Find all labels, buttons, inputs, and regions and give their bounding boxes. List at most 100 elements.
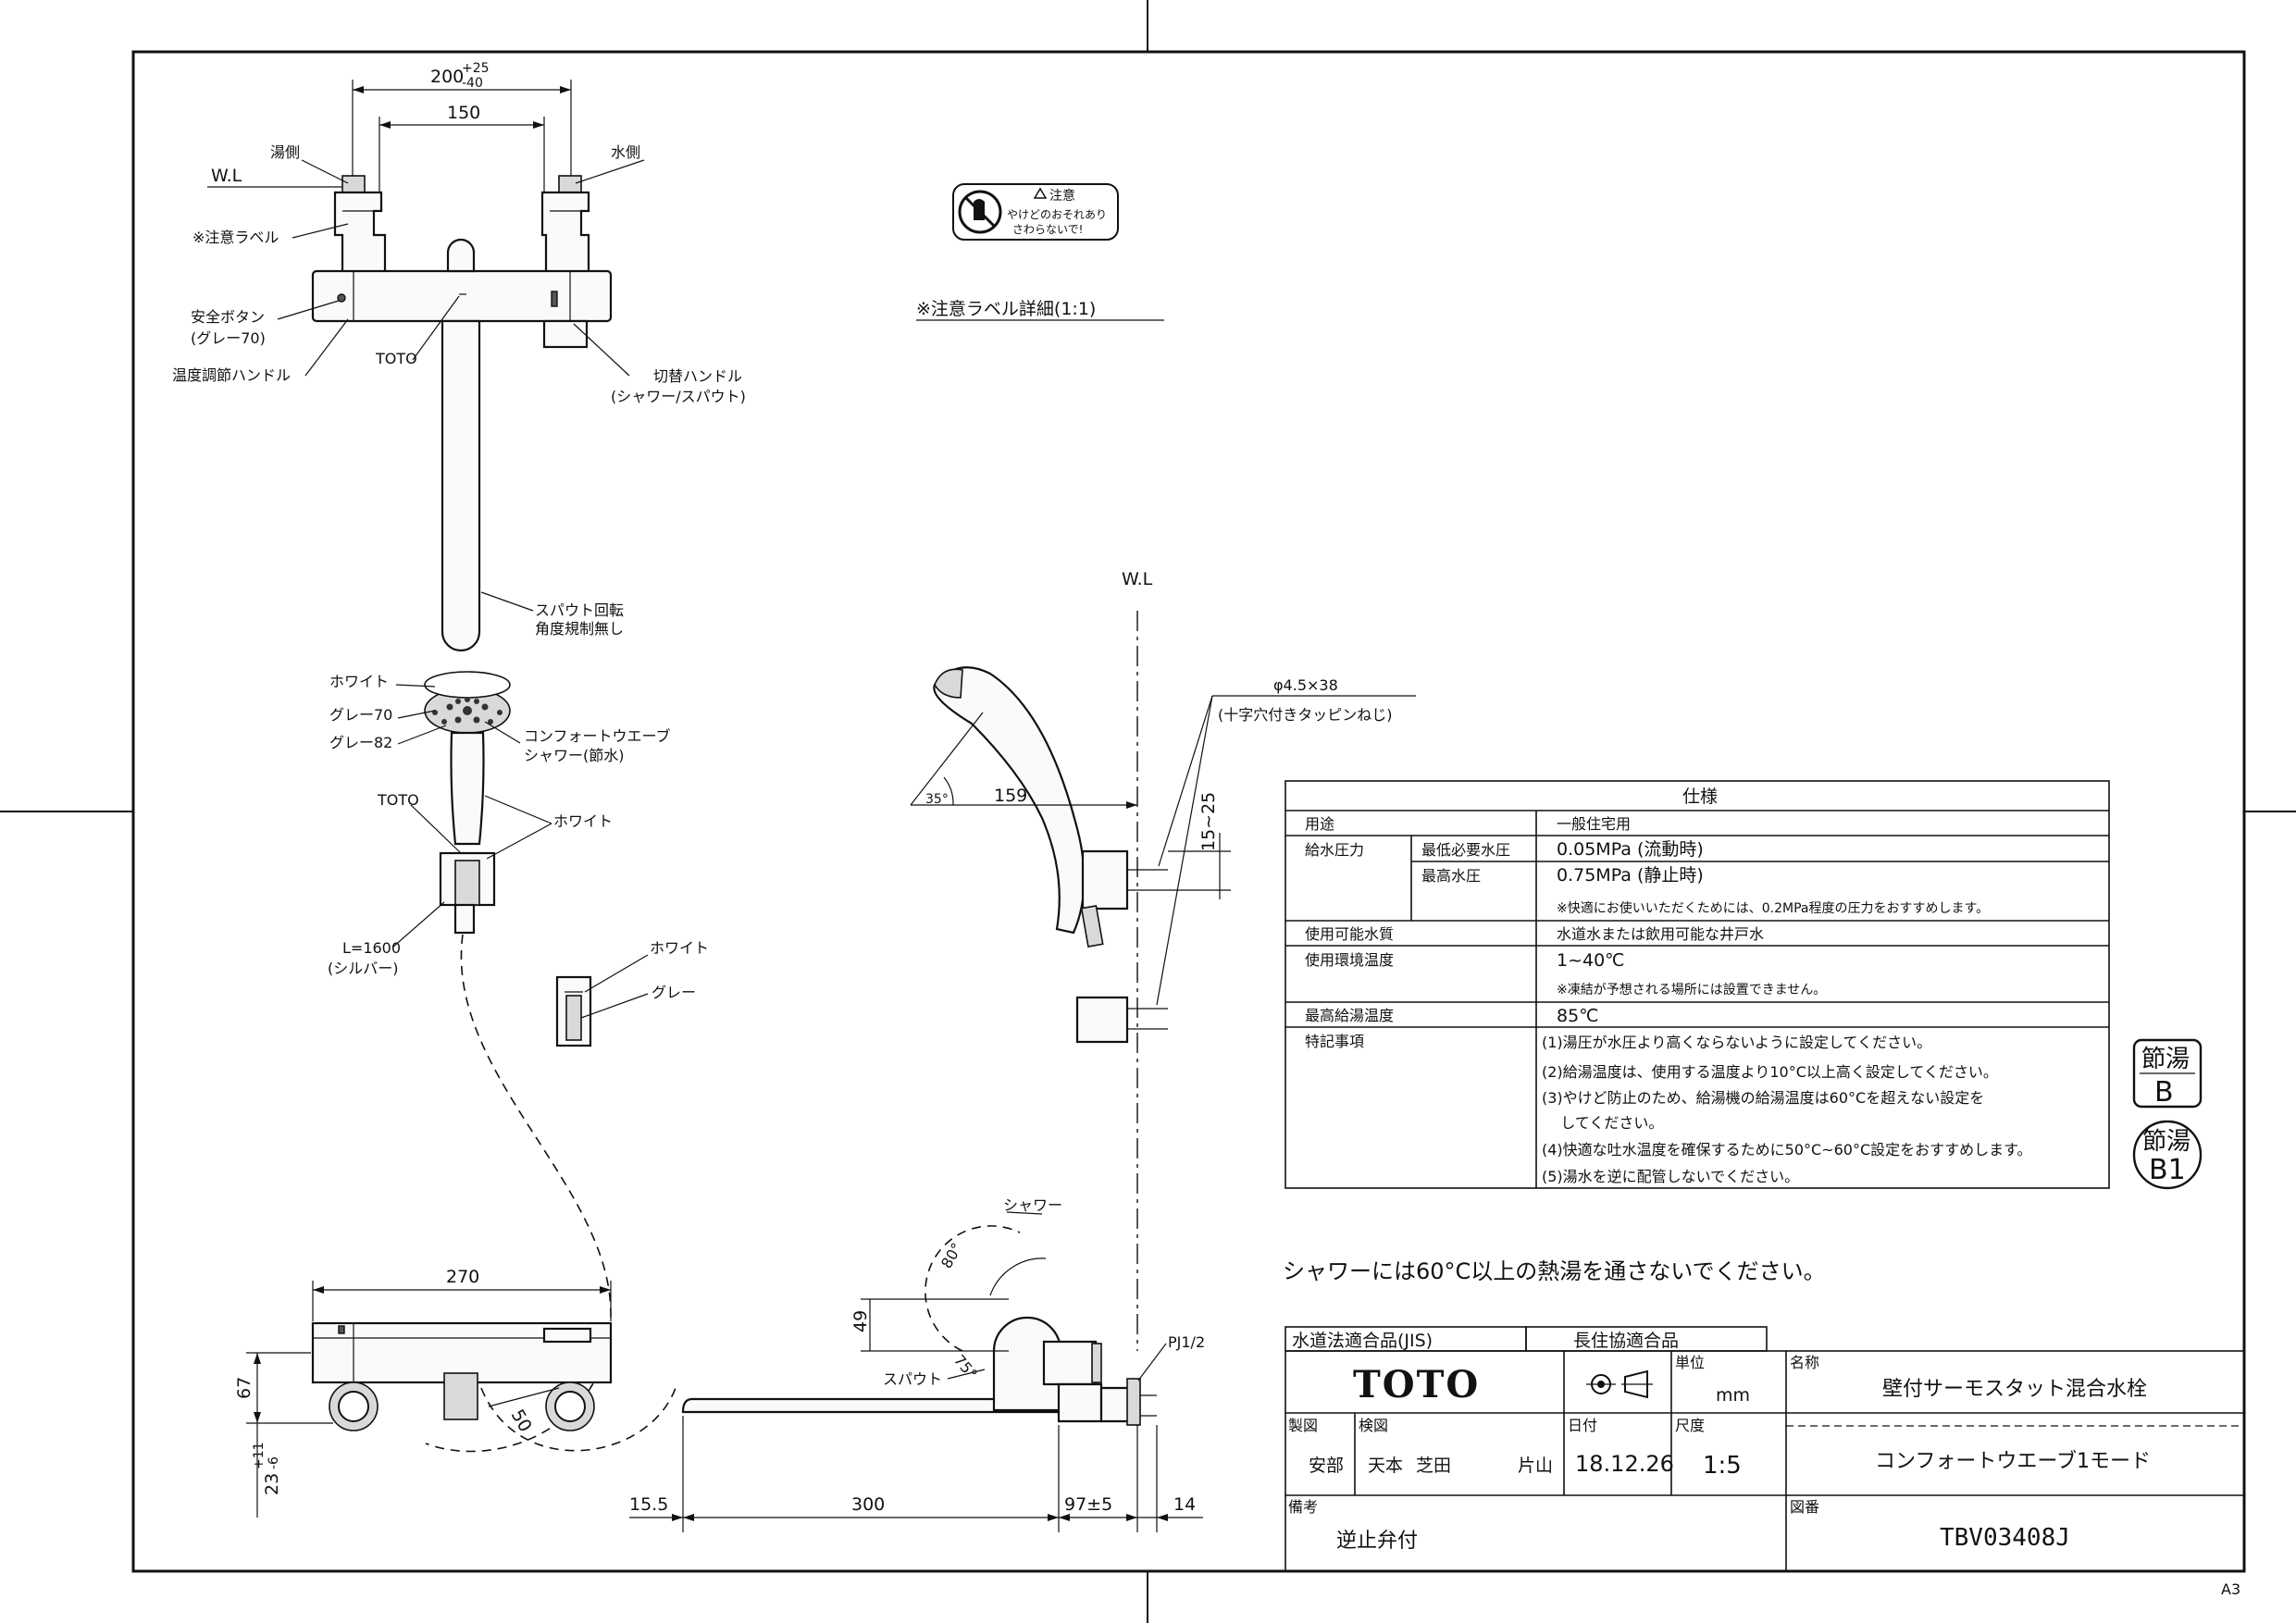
wl-front-label: W.L <box>211 166 242 186</box>
dim-bottom-tol-plus: +11 <box>252 1442 267 1469</box>
toto-brand-label-1: TOTO <box>375 350 417 367</box>
spout-rotation-2: 角度規制無し <box>535 620 624 638</box>
dim-spout-height: 49 <box>850 1310 871 1332</box>
caution-label-leader: ※注意ラベル <box>192 229 279 246</box>
badge-b1-top: 節湯 <box>2142 1128 2191 1156</box>
shower-name-2: シャワー(節水) <box>524 747 625 764</box>
spec-note: (4)快適な吐水温度を確保するために50°C~60°C設定をおすすめします。 <box>1542 1141 2032 1158</box>
cold-side-label: 水側 <box>611 143 640 161</box>
drawing-no-label: 図番 <box>1790 1498 1819 1516</box>
gray70-label: グレー70 <box>329 706 392 724</box>
safety-button-color: (グレー70) <box>191 329 266 347</box>
caution-line1: やけどのおそれあり <box>1007 208 1107 221</box>
checked-label: 検図 <box>1359 1417 1388 1434</box>
dim-300: 300 <box>851 1494 885 1515</box>
spout-rotation-1: スパウト回転 <box>535 601 624 619</box>
angle-75: 75° <box>950 1351 981 1382</box>
label-detail-title: ※注意ラベル詳細(1:1) <box>916 299 1096 319</box>
spec-row-value: 1~40℃ <box>1557 950 1625 971</box>
spec-notes-label: 特記事項 <box>1305 1033 1364 1050</box>
badge-b1-letter: B1 <box>2149 1154 2186 1186</box>
badge-b-top: 節湯 <box>2141 1046 2190 1073</box>
remarks-label: 備考 <box>1288 1498 1318 1516</box>
dim-14: 14 <box>1173 1494 1196 1515</box>
dim-top-tol-plus: +25 <box>462 61 490 76</box>
dim-screw-pitch: 15~25 <box>1198 792 1219 851</box>
spout-label: スパウト <box>883 1370 942 1388</box>
white-head-label: ホワイト <box>329 673 389 690</box>
scale-label: 尺度 <box>1675 1417 1705 1434</box>
dim-top-span: 200 <box>430 67 464 87</box>
title-block: 水道法適合品(JIS) 長住協適合品 TOTO 単位 mm 名称 壁付サーモスタ… <box>1285 1326 2245 1572</box>
spec-table: 仕様 用途 一般住宅用 給水圧力 最低必要水圧 0.05MPa (流動時) 最高… <box>1285 780 2110 1189</box>
shower-head-nozzles <box>432 697 503 725</box>
spec-row-label: 用途 <box>1305 815 1334 833</box>
sheet-size: A3 <box>2221 1580 2240 1598</box>
spec-row-value: 一般住宅用 <box>1557 815 1631 833</box>
switch-handle-label: 切替ハンドル <box>653 367 742 385</box>
dim-top-tol-minus: -40 <box>462 76 483 91</box>
pj-label: PJ1/2 <box>1168 1333 1205 1351</box>
water-saving-badges: 節湯 B 節湯 B1 <box>2132 1038 2203 1190</box>
spec-row-value: 85℃ <box>1557 1006 1599 1026</box>
toto-logo: TOTO <box>1353 1363 1480 1406</box>
wl-side-label: W.L <box>1122 569 1153 589</box>
spec-note: (1)湯圧が水圧より高くならないように設定してください。 <box>1542 1034 1931 1051</box>
gray-holder-label: グレー <box>652 984 696 1001</box>
angle-35: 35° <box>925 792 949 807</box>
gray82-label: グレー82 <box>329 734 392 751</box>
spec-row-sublabel: 最高水圧 <box>1421 867 1481 885</box>
dim-15-5: 15.5 <box>629 1494 668 1515</box>
switch-handle-sub: (シャワー/スパウト) <box>611 388 746 405</box>
dim-bottom-offset: 23 <box>262 1473 282 1495</box>
spec-note: (2)給湯温度は、使用する温度より10°C以上高く設定してください。 <box>1542 1063 1998 1081</box>
model-name: コンフォートウエーブ1モード <box>1875 1450 2151 1473</box>
spec-note: (3)やけど防止のため、給湯機の給湯温度は60°Cを超えない設定を <box>1542 1089 1984 1107</box>
dim-bottom-height: 67 <box>234 1377 254 1399</box>
toto-brand-label-2: TOTO <box>377 791 419 809</box>
spec-row-value: 0.05MPa (流動時) <box>1557 839 1704 860</box>
checked-by-1: 天本 <box>1368 1456 1403 1476</box>
screw-spec: φ4.5×38 <box>1273 676 1338 694</box>
drawing-border <box>131 50 2246 1573</box>
dim-inner-span: 150 <box>447 103 480 123</box>
spec-row-label: 使用環境温度 <box>1305 951 1394 969</box>
checked-by-3: 片山 <box>1518 1456 1553 1476</box>
unit-value: mm <box>1716 1385 1750 1406</box>
badge-b-letter: B <box>2154 1076 2174 1109</box>
spec-title: 仕様 <box>1682 787 1718 807</box>
side-view-shower: W.L 35° 159 15~25 φ4.5×38 (十字穴付きタッピンねじ) <box>910 569 1416 1351</box>
dim-50: 50 <box>507 1406 536 1436</box>
drawn-label: 製図 <box>1288 1417 1318 1434</box>
spec-row-sublabel: 最低必要水圧 <box>1421 841 1510 859</box>
temp-handle-label: 温度調節ハンドル <box>172 366 291 384</box>
date-value: 18.12.26 <box>1575 1451 1674 1477</box>
caution-line2: さわらないで! <box>1012 223 1083 236</box>
drawing-no: TBV03408J <box>1940 1524 2070 1552</box>
scale-value: 1:5 <box>1703 1452 1742 1480</box>
name-label: 名称 <box>1790 1354 1819 1371</box>
hose-color-label: (シルバー) <box>328 960 399 977</box>
shower-name-1: コンフォートウエーブ <box>524 727 671 745</box>
angle-80: 80° <box>937 1240 966 1271</box>
spec-note: してください。 <box>1542 1114 1663 1132</box>
unit-label: 単位 <box>1675 1354 1705 1371</box>
spec-note: (5)湯水を逆に配管しないでください。 <box>1542 1168 1799 1185</box>
dim-bottom-tol-minus: -6 <box>267 1456 281 1469</box>
hose-length-label: L=1600 <box>342 939 401 957</box>
spec-row-value: 水道水または飲用可能な井戸水 <box>1557 925 1764 943</box>
product-name: 壁付サーモスタット混合水栓 <box>1882 1378 2147 1401</box>
caution-title: 注意 <box>1049 188 1075 204</box>
spec-row-note: ※快適にお使いいただくためには、0.2MPa程度の圧力をおすすめします。 <box>1557 900 1989 916</box>
white-grip-label: ホワイト <box>553 812 613 830</box>
cert2-label: 長住協適合品 <box>1573 1331 1679 1351</box>
projection-symbol-icon <box>1586 1369 1653 1399</box>
checked-by-2: 芝田 <box>1416 1456 1451 1476</box>
dim-97: 97±5 <box>1064 1494 1112 1515</box>
spec-row-label: 給水圧力 <box>1305 841 1364 859</box>
front-view: 200 +25 -40 150 W.L <box>172 61 746 1453</box>
caution-label-detail: 注意 やけどのおそれあり さわらないで! ※注意ラベル詳細(1:1) <box>916 183 1164 321</box>
dim-bottom-width: 270 <box>446 1267 479 1287</box>
